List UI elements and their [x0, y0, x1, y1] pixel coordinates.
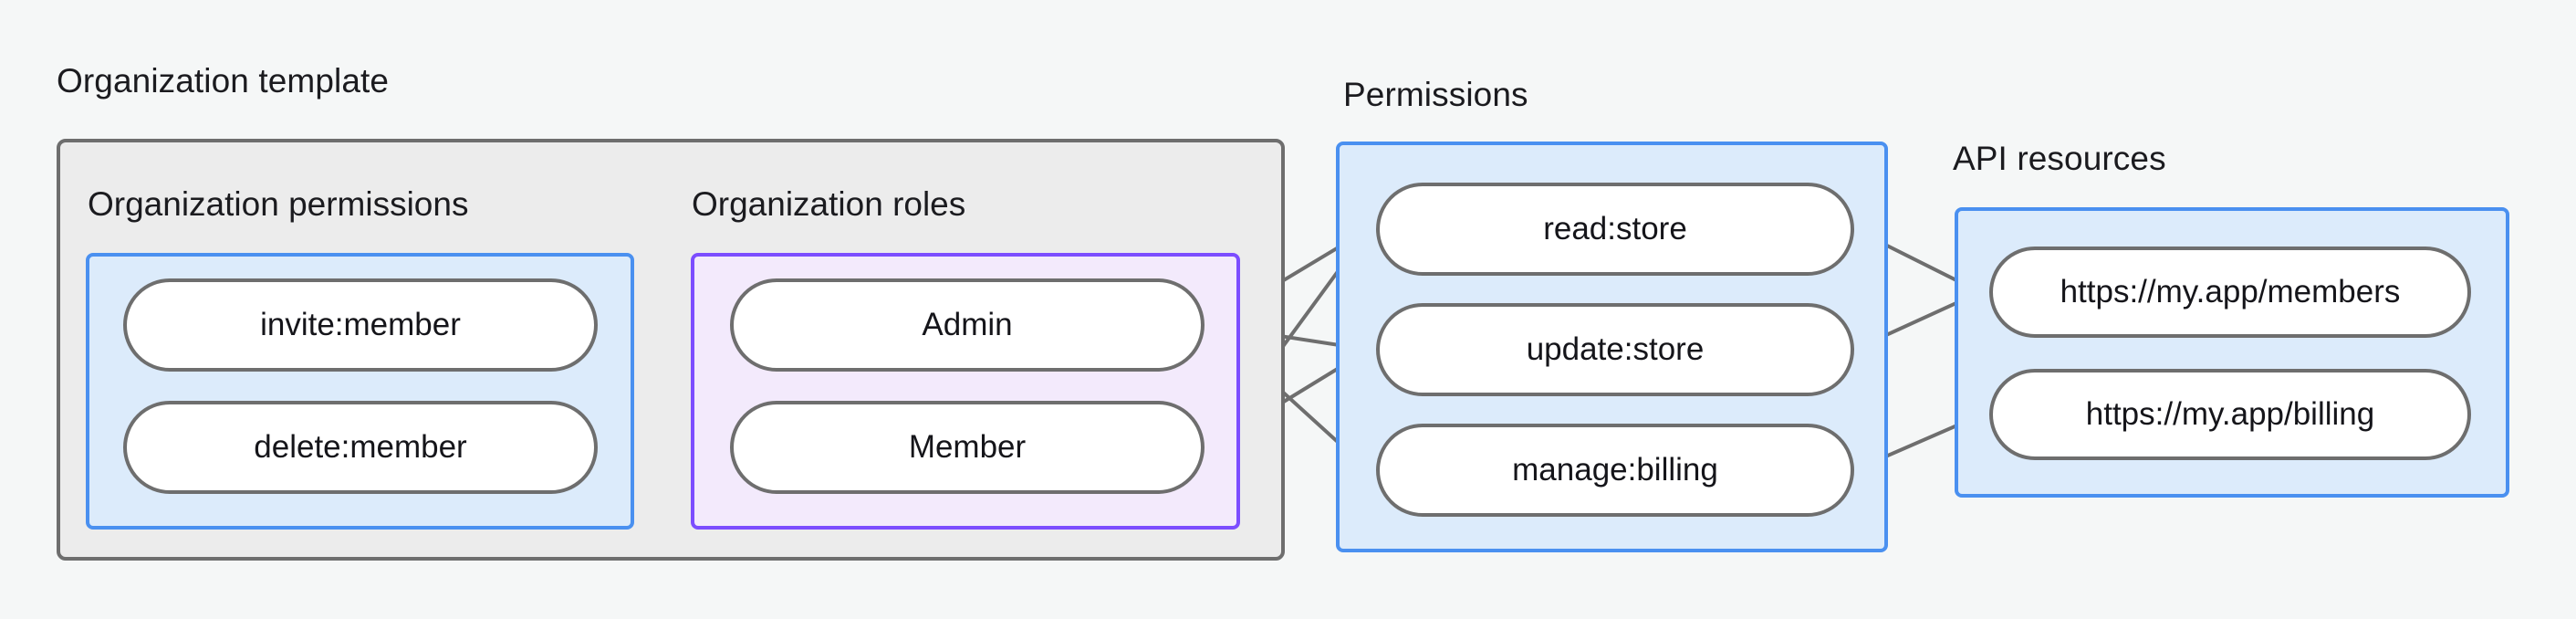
- node-label: Member: [908, 429, 1027, 465]
- sublabel-organization-permissions: Organization permissions: [88, 185, 469, 223]
- node-delete-member[interactable]: delete:member: [123, 401, 598, 494]
- node-label: invite:member: [260, 307, 461, 342]
- group-label-organization-template: Organization template: [57, 62, 390, 100]
- node-label: manage:billing: [1512, 452, 1718, 488]
- node-invite-member[interactable]: invite:member: [123, 278, 598, 372]
- node-manage-billing[interactable]: manage:billing: [1376, 424, 1854, 517]
- node-label: update:store: [1526, 331, 1705, 367]
- node-admin[interactable]: Admin: [730, 278, 1205, 372]
- node-label: Admin: [922, 307, 1013, 342]
- sublabel-organization-roles: Organization roles: [692, 185, 966, 223]
- node-label: delete:member: [254, 429, 467, 465]
- node-members-url[interactable]: https://my.app/members: [1989, 247, 2471, 338]
- node-label: https://my.app/members: [2060, 274, 2401, 310]
- node-update-store[interactable]: update:store: [1376, 303, 1854, 396]
- group-label-api-resources: API resources: [1953, 140, 2166, 177]
- group-label-permissions: Permissions: [1343, 76, 1528, 113]
- node-label: https://my.app/billing: [2085, 396, 2375, 432]
- node-billing-url[interactable]: https://my.app/billing: [1989, 369, 2471, 460]
- node-member[interactable]: Member: [730, 401, 1205, 494]
- node-read-store[interactable]: read:store: [1376, 183, 1854, 276]
- node-label: read:store: [1543, 211, 1687, 247]
